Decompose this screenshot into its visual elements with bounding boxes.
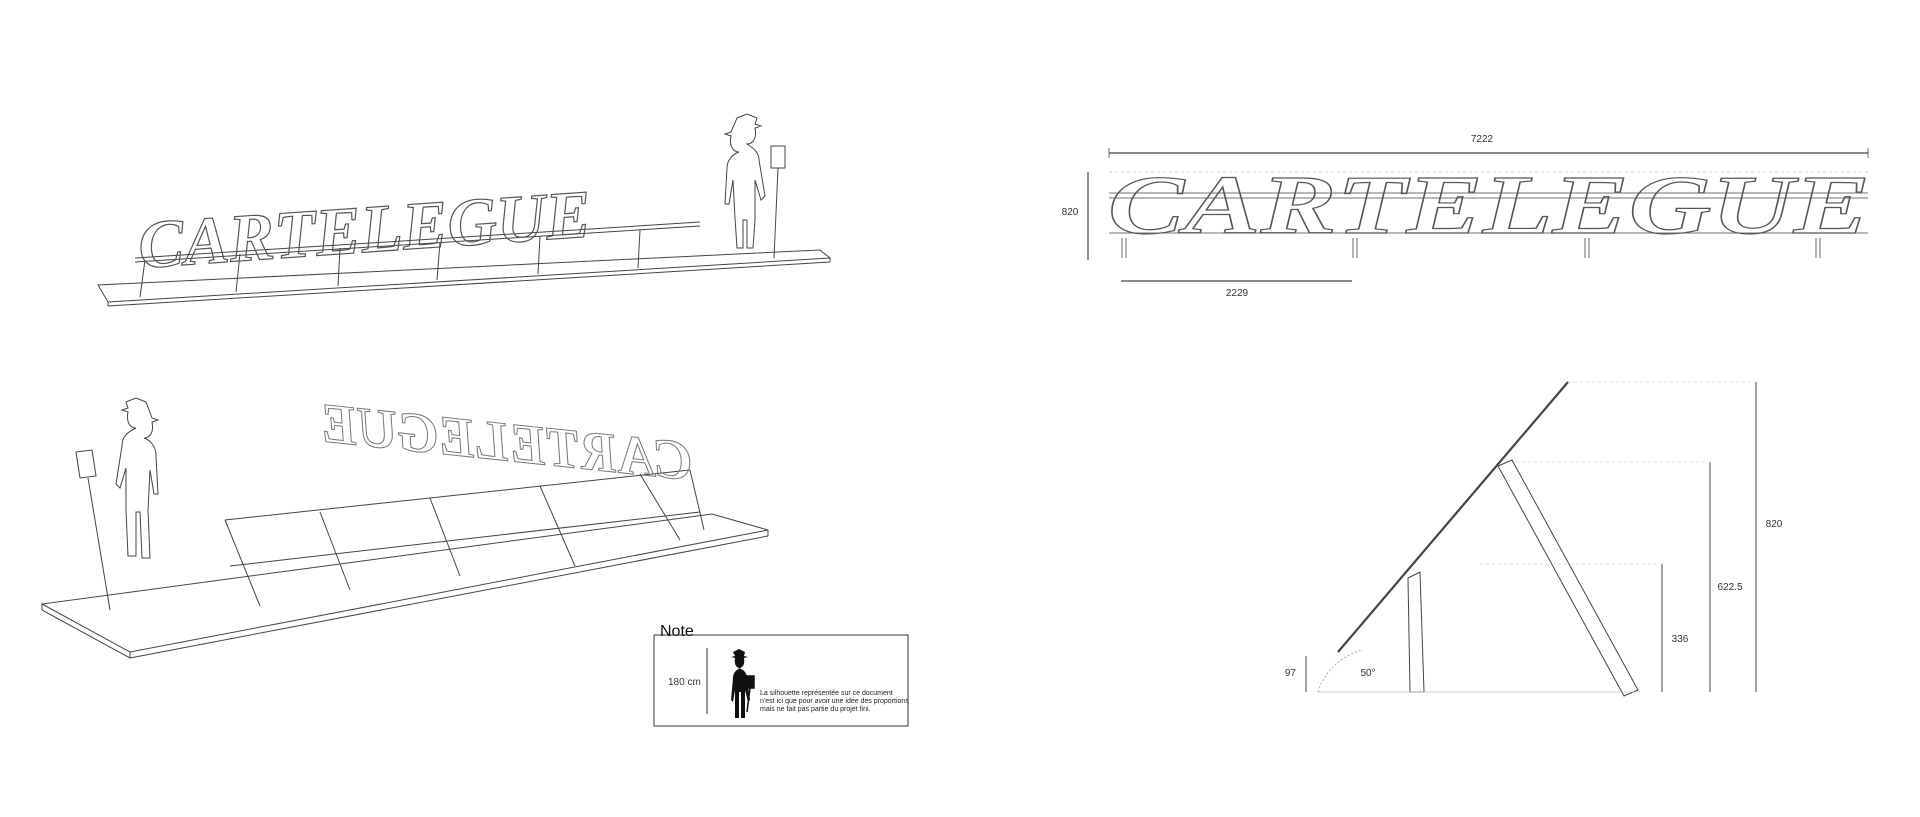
width-dimension-label: 7222: [1471, 134, 1494, 145]
shovel-icon-back: [75, 449, 111, 611]
note-text-line2: n'est ici que pour avoir une idée des pr…: [760, 698, 909, 705]
partial-dimension-label: 2229: [1226, 288, 1249, 299]
front-elevation: [1087, 148, 1869, 282]
front-post: [1407, 571, 1425, 693]
human-silhouette: [723, 113, 766, 249]
perspective-view-back: [40, 397, 769, 659]
angle-arc: [1317, 649, 1364, 693]
sign-panel-line: [1337, 381, 1569, 653]
note-shovel-icon: [745, 675, 755, 713]
total-height-label: 820: [1766, 519, 1783, 530]
sign-text-perspective-back: CARTELEGUE: [317, 392, 695, 493]
rear-support: [1497, 459, 1639, 697]
note-text-line1: La silhouette représentée sur ce documen…: [760, 690, 893, 697]
note-title: Note: [660, 623, 694, 640]
height-dimension-label: 820: [1062, 207, 1079, 218]
mid-height-label: 622.5: [1717, 582, 1742, 593]
sign-text-elevation: CARTELEGUE: [1108, 159, 1870, 252]
note-height-label: 180 cm: [668, 677, 701, 688]
human-silhouette-back: [115, 397, 160, 559]
inner-height-label: 336: [1672, 634, 1689, 645]
note-box: [653, 634, 909, 727]
angle-label: 50°: [1360, 668, 1375, 679]
shovel-icon: [770, 145, 786, 259]
note-text-line3: mais ne fait pas partie du projet fini.: [760, 706, 871, 713]
perspective-view-front: [97, 113, 832, 307]
note-human-silhouette: [731, 649, 750, 718]
side-view: [1305, 381, 1757, 697]
left-height-label: 97: [1285, 668, 1297, 679]
